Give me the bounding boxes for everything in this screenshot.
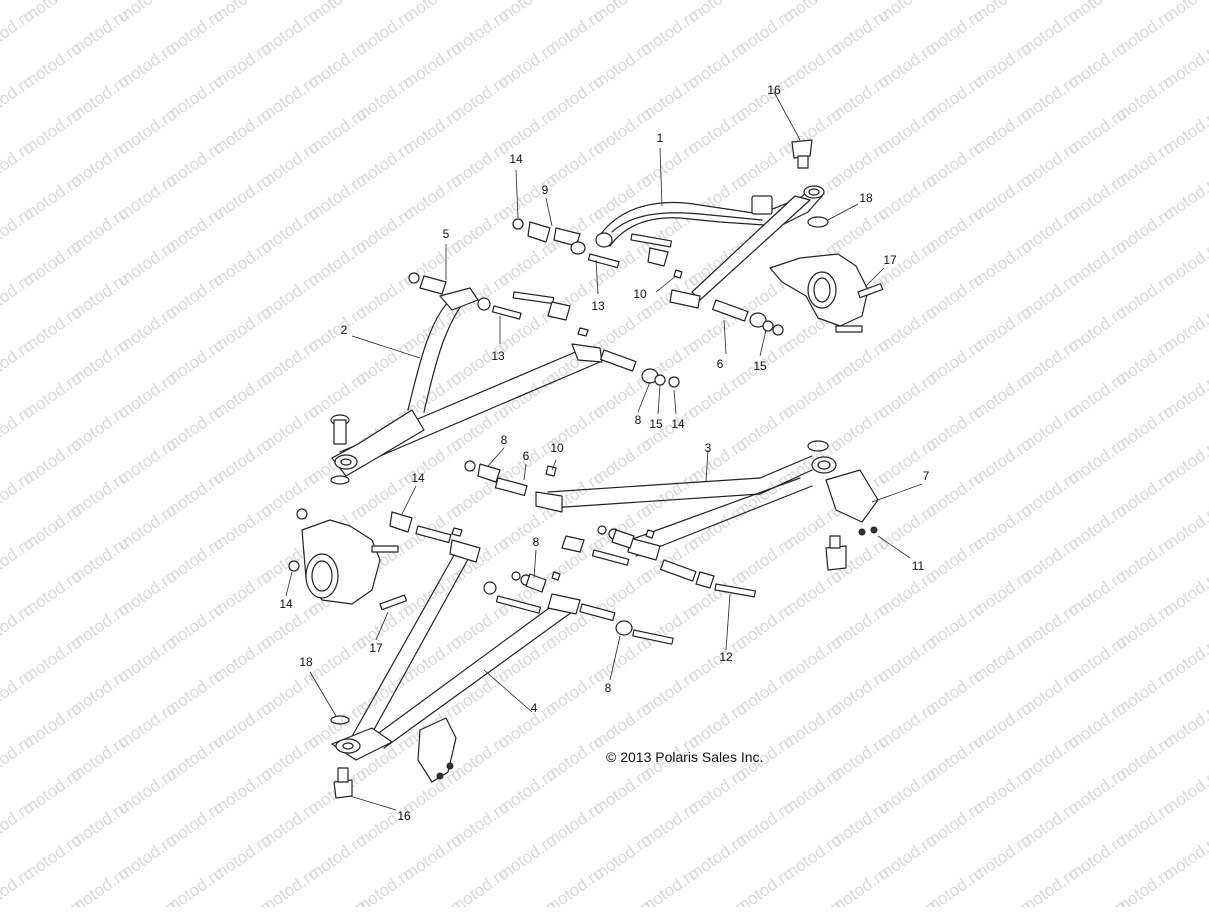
watermark-text: motod.ru	[209, 896, 275, 907]
watermark-text: motod.ru	[0, 665, 37, 719]
watermark-text: motod.ru	[0, 401, 37, 455]
steering-knuckle-left	[301, 519, 408, 611]
callout-14: 14	[671, 417, 685, 431]
copyright-notice: © 2013 Polaris Sales Inc.	[606, 749, 763, 765]
watermark-text: motod.ru	[589, 896, 655, 907]
callout-14: 14	[279, 597, 293, 611]
watermark-text: motod.ru	[0, 335, 37, 389]
snap-rings	[330, 216, 829, 725]
callout-8: 8	[635, 413, 642, 427]
callout-1: 1	[657, 131, 664, 145]
ball-joint-top	[791, 139, 813, 169]
watermark-text: motod.ru	[0, 269, 37, 323]
watermark-text: motod.ru	[114, 896, 180, 907]
ball-joint-mid	[825, 535, 847, 571]
callout-10: 10	[550, 441, 564, 455]
callout-18: 18	[299, 655, 313, 669]
watermark-text: motod.ru	[0, 71, 37, 125]
watermark-text: motod.ru	[0, 137, 37, 191]
watermark-text: motod.ru	[684, 896, 750, 907]
watermark-text: motod.ru	[0, 731, 37, 785]
watermark-text: motod.ru	[0, 599, 37, 653]
callout-18: 18	[859, 191, 873, 205]
watermark-text: motod.ru	[1064, 896, 1130, 907]
callout-16: 16	[767, 83, 781, 97]
watermark-text: motod.ru	[874, 896, 940, 907]
callout-5: 5	[443, 227, 450, 241]
callout-12: 12	[719, 650, 733, 664]
watermark-text: motod.ru	[304, 896, 370, 907]
callout-13: 13	[491, 349, 505, 363]
watermark-text: motod.ru	[19, 896, 85, 907]
callout-6: 6	[523, 449, 530, 463]
callout-3: 3	[705, 441, 712, 455]
watermark-text: motod.ru	[0, 797, 37, 851]
watermark-text: motod.ru	[0, 203, 37, 257]
callout-16: 16	[397, 809, 411, 823]
callout-6: 6	[717, 357, 724, 371]
callout-14: 14	[411, 471, 425, 485]
callout-17: 17	[369, 641, 383, 655]
callout-15: 15	[753, 359, 767, 373]
callout-labels: 1 2 3 4 5 6 6 7 8 8 8 8 9 10 10 11 12 13…	[279, 83, 929, 823]
callout-8: 8	[605, 681, 612, 695]
watermark-text: motod.ru	[0, 533, 37, 587]
watermark-text: motod.ru	[0, 467, 37, 521]
watermark-text: motod.ru	[0, 5, 37, 59]
callout-8: 8	[533, 535, 540, 549]
watermark-text: motod.ru	[969, 896, 1035, 907]
callout-13: 13	[591, 299, 605, 313]
ball-joint-bottom	[333, 767, 353, 799]
watermark-text: motod.ru	[399, 896, 465, 907]
callout-14: 14	[509, 152, 523, 166]
watermark-text: motod.ru	[1159, 896, 1209, 907]
callout-4: 4	[531, 701, 538, 715]
callout-7: 7	[923, 469, 930, 483]
upper-a-arm-1	[595, 185, 825, 309]
leader-lines	[285, 91, 923, 811]
hardware	[288, 218, 878, 780]
callout-2: 2	[341, 323, 348, 337]
steering-knuckle-right	[769, 253, 884, 333]
callout-17: 17	[883, 253, 897, 267]
callout-9: 9	[542, 183, 549, 197]
upper-a-arm-2	[330, 287, 603, 477]
callout-11: 11	[912, 559, 925, 573]
lower-a-arm-3	[535, 455, 879, 561]
watermark-text: motod.ru	[494, 896, 560, 907]
callout-10: 10	[633, 287, 647, 301]
callout-15: 15	[649, 417, 663, 431]
callout-8: 8	[501, 433, 508, 447]
watermark-text: motod.ru	[779, 896, 845, 907]
